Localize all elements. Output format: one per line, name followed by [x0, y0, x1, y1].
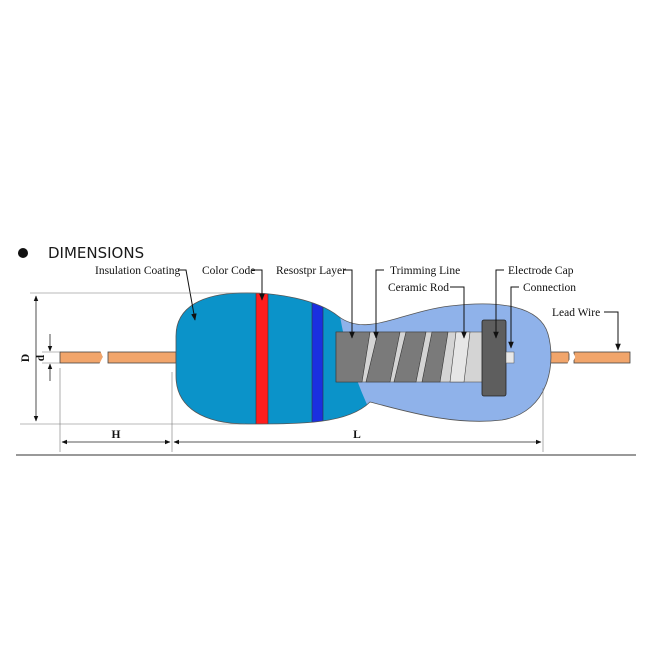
label-resistor-layer: Resostpr Layer: [276, 265, 346, 277]
resistor-layer: [335, 331, 489, 383]
leader-trimming-line: [373, 269, 384, 339]
label-insulation-coating: Insulation Coating: [95, 265, 181, 277]
leader-electrode-cap: [493, 269, 504, 339]
lead-wire-left: [59, 349, 177, 366]
label-color-code: Color Code: [202, 265, 255, 277]
dimension-label-L: L: [353, 429, 361, 441]
section-heading: DIMENSIONS: [48, 244, 144, 262]
dimension-label-D: D: [20, 354, 32, 362]
dimension-label-H: H: [112, 429, 121, 441]
label-ceramic-rod: Ceramic Rod: [388, 282, 449, 294]
leader-color-code: [252, 269, 265, 301]
label-connection: Connection: [523, 282, 576, 294]
resistor-body-outline: [175, 292, 552, 425]
color-band-red: [255, 292, 269, 424]
leader-lead-wire: [604, 311, 621, 351]
connection: [505, 351, 515, 364]
leader-connection: [508, 286, 519, 349]
leader-insulation-coating: [178, 269, 197, 321]
label-lead-wire: Lead Wire: [552, 307, 600, 319]
dimension-label-d: d: [35, 354, 47, 361]
leader-ceramic-rod: [450, 286, 467, 339]
electrode-cap: [481, 319, 507, 397]
heading-bullet-icon: [18, 248, 28, 258]
label-electrode-cap: Electrode Cap: [508, 265, 574, 277]
label-trimming-line: Trimming Line: [390, 265, 460, 277]
leader-resistor-layer: [344, 269, 355, 339]
color-band-blue: [311, 292, 324, 424]
